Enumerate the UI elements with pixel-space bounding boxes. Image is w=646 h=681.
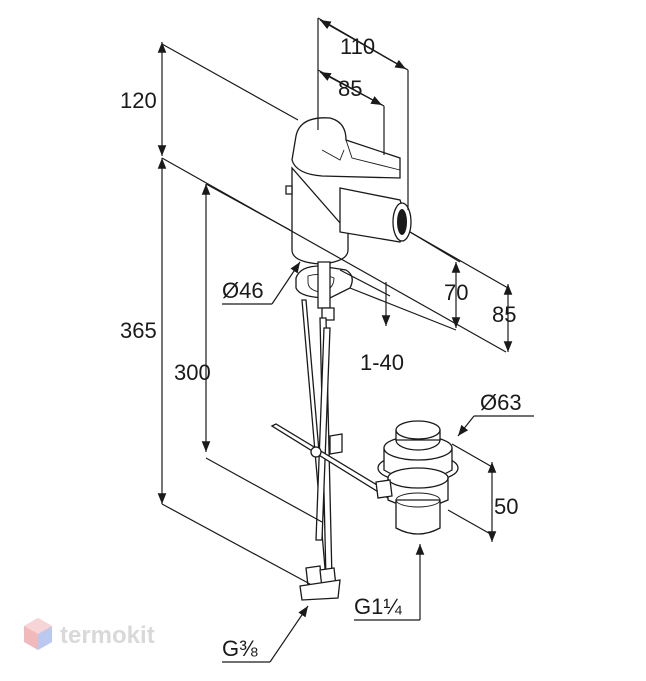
mixer-body — [285, 117, 412, 321]
termokit-logo-text: termokit — [60, 622, 155, 649]
dim-300: 300 — [174, 360, 211, 385]
dim-g3-8: G⅜ — [222, 636, 258, 661]
dim-diameter-63: Ø63 — [480, 390, 522, 415]
pop-up-rod — [270, 423, 394, 499]
waste-assembly — [375, 420, 459, 535]
dim-50: 50 — [494, 494, 518, 519]
dim-85-top: 85 — [338, 76, 362, 101]
dim-365: 365 — [120, 318, 157, 343]
dim-diameter-46: Ø46 — [222, 278, 264, 303]
dim-85-right: 85 — [492, 302, 516, 327]
aerator-outlet — [397, 209, 407, 235]
termokit-watermark: termokit — [24, 618, 155, 650]
dim-120: 120 — [120, 88, 157, 113]
dim-g1-1-4: G1¼ — [354, 594, 402, 619]
dimension-lines — [157, 17, 534, 663]
dim-1-40: 1-40 — [360, 350, 404, 375]
supply-hoses — [299, 299, 341, 601]
dim-70: 70 — [444, 280, 468, 305]
dim-110: 110 — [340, 34, 375, 59]
